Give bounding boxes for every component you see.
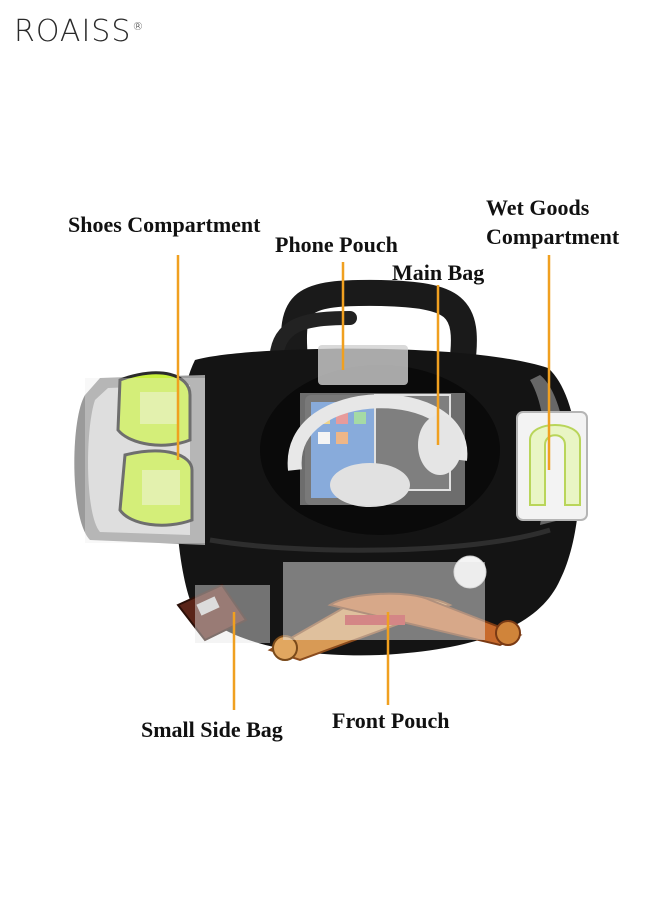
- label-small-side-bag: Small Side Bag: [141, 717, 283, 742]
- shoes-compartment: [74, 371, 206, 545]
- label-front-pouch: Front Pouch: [332, 708, 450, 733]
- small-side-bag-highlight: [195, 585, 270, 643]
- brand-logo: ROAISS®: [14, 14, 144, 49]
- brand-name: ROAISS: [14, 14, 132, 49]
- main-bag-highlight: [300, 393, 465, 505]
- label-phone-pouch: Phone Pouch: [275, 232, 398, 257]
- registered-mark: ®: [132, 20, 145, 33]
- headphones-icon: [287, 394, 468, 507]
- sneaker-icon: [116, 371, 194, 527]
- label-main-bag: Main Bag: [392, 260, 485, 285]
- front-pouch-highlight: [283, 562, 485, 640]
- snack-bar-icon: [176, 583, 248, 642]
- label-shoes-compartment: Shoes Compartment: [68, 212, 261, 237]
- wet-pouch-icon: [516, 411, 588, 521]
- label-wet-goods: Wet Goods Compartment: [486, 194, 619, 251]
- label-wet-goods-line1: Wet Goods: [486, 195, 590, 220]
- label-wet-goods-line2: Compartment: [486, 223, 620, 249]
- phone-pouch: [318, 345, 408, 385]
- bag-zipper-line: [209, 527, 551, 553]
